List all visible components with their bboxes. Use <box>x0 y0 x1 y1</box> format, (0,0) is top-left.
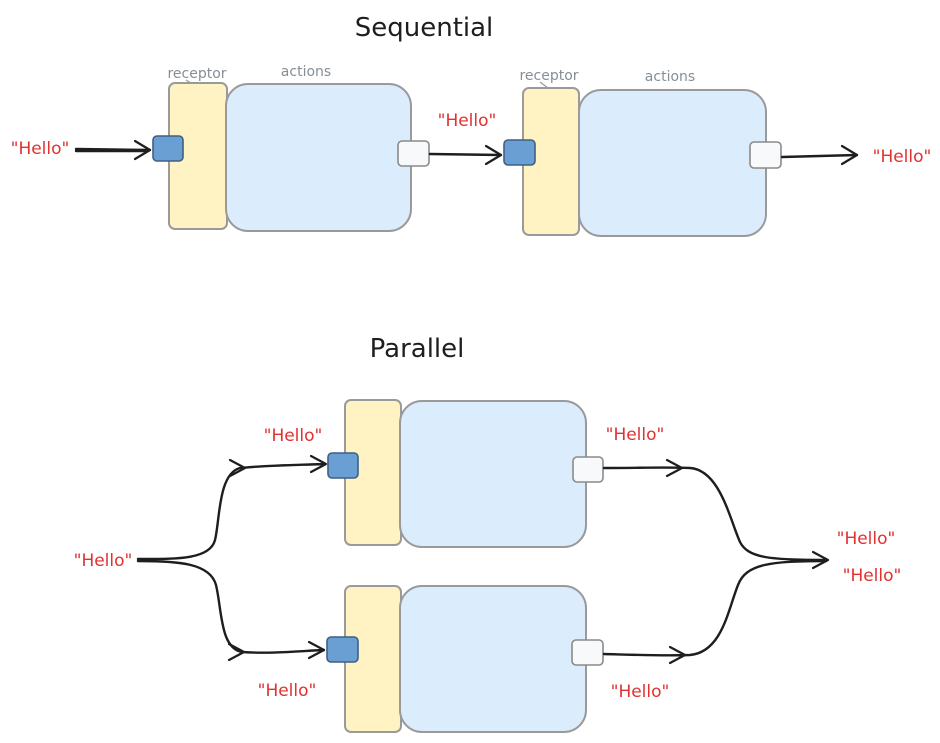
parallel-split-top-wire <box>136 462 327 561</box>
parallel-split-bottom-wire <box>136 559 326 654</box>
actions-box <box>399 400 587 548</box>
parallel-node-top <box>327 399 604 548</box>
parallel-output-message-2: "Hello" <box>843 566 902 586</box>
actions-box <box>399 585 587 733</box>
sequential-output-message: "Hello" <box>873 147 932 167</box>
parallel-title: Parallel <box>370 334 465 364</box>
parallel-merge-top-wire <box>602 466 829 562</box>
sequential-node-2: receptor actions <box>503 68 782 237</box>
sequential-between-message: "Hello" <box>438 111 497 131</box>
input-port <box>327 452 359 479</box>
arrowhead <box>840 144 859 166</box>
sequential-between-arrow <box>428 152 503 157</box>
parallel-top-out-message: "Hello" <box>606 425 665 445</box>
arrowhead <box>484 144 503 166</box>
receptor-label: receptor <box>519 68 578 84</box>
actions-label: actions <box>281 64 331 80</box>
output-port <box>571 639 604 666</box>
input-port <box>503 139 536 166</box>
arrowhead <box>309 454 328 474</box>
actions-label: actions <box>645 69 695 85</box>
input-port <box>326 636 359 663</box>
parallel-merge-bottom-wire <box>602 559 828 657</box>
parallel-output-message-1: "Hello" <box>837 529 896 549</box>
sequential-title: Sequential <box>355 13 494 43</box>
sequential-output-arrow <box>780 153 859 159</box>
sequential-node-1: receptor actions <box>152 64 430 232</box>
output-port <box>397 140 430 167</box>
parallel-input-message: "Hello" <box>74 551 133 571</box>
parallel-node-bottom <box>326 585 604 733</box>
arrowhead <box>133 139 152 161</box>
input-port <box>152 135 184 162</box>
parallel-bottom-in-message: "Hello" <box>258 681 317 701</box>
actions-box <box>578 89 767 237</box>
actions-box <box>225 83 412 232</box>
arrowhead <box>665 458 684 478</box>
output-port <box>749 141 782 169</box>
arrowhead <box>228 458 247 478</box>
parallel-top-in-message: "Hello" <box>264 426 323 446</box>
arrowhead <box>811 550 830 570</box>
arrowhead <box>668 645 687 665</box>
output-port <box>572 456 604 483</box>
sequential-input-message: "Hello" <box>11 139 70 159</box>
parallel-bottom-out-message: "Hello" <box>611 682 670 702</box>
arrowhead <box>307 640 326 660</box>
receptor-label: receptor <box>167 66 226 82</box>
arrowhead <box>227 642 246 662</box>
